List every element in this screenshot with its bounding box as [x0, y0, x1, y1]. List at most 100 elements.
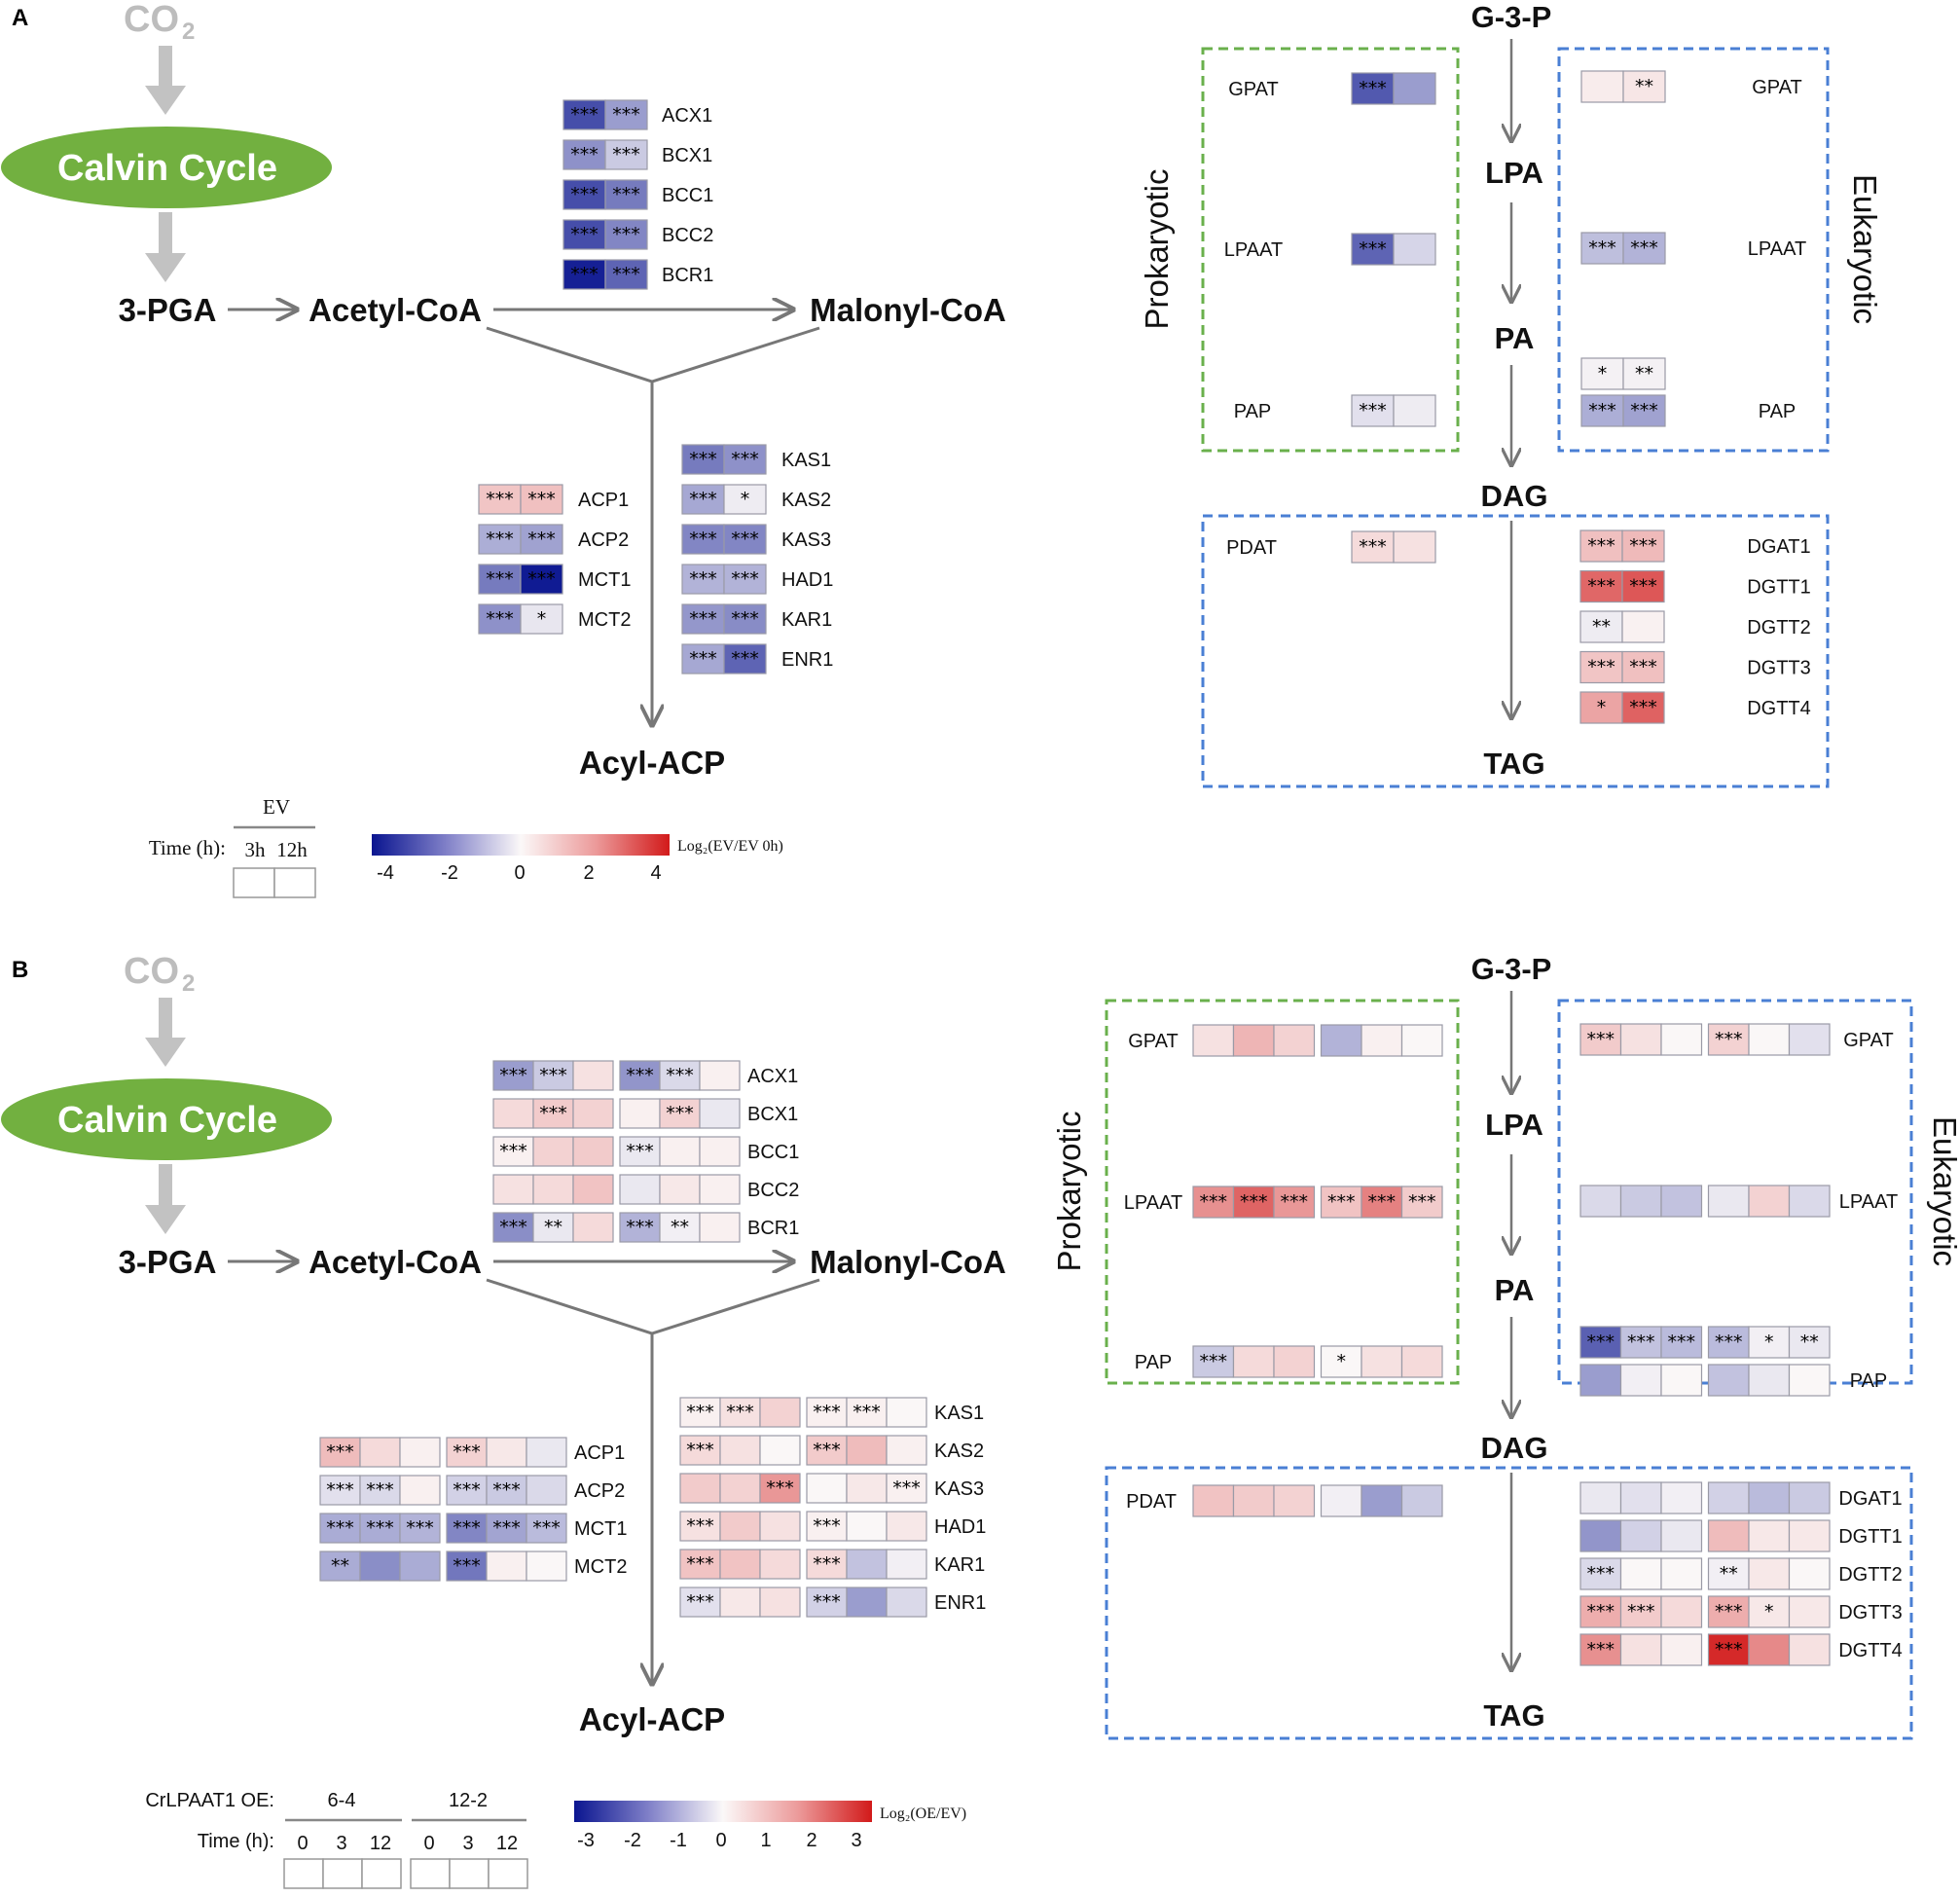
heatmap-row: ******DGAT1 [1579, 529, 1811, 563]
heatmap-row: ******HAD1 [681, 564, 833, 595]
gene-label: GPAT [1228, 79, 1278, 100]
heatmap-row: ******************MCT1 [319, 1513, 627, 1544]
scale-tick: 3 [851, 1830, 861, 1851]
heatmap-cell [399, 1437, 441, 1468]
heatmap-cell [719, 1549, 761, 1580]
gene-label: LPAAT [1224, 239, 1283, 261]
gene-label: LPAAT [1839, 1191, 1898, 1213]
significance-stars: *** [326, 1441, 354, 1463]
heatmap-cell [886, 1549, 927, 1580]
significance-stars: *** [453, 1555, 481, 1577]
co2-arrow [145, 998, 186, 1067]
gene-label: PAP [1759, 401, 1797, 422]
calvin-cycle-ellipse [1, 1078, 332, 1160]
heatmap-cell [1660, 1364, 1703, 1397]
heatmap-cell [1232, 1484, 1275, 1517]
heatmap-cell [1788, 1481, 1831, 1514]
heatmap-row: ******BCC1 [492, 1136, 799, 1167]
heatmap-cell [1579, 1364, 1622, 1397]
gene-label: MCT1 [574, 1518, 627, 1540]
heatmap-cell [846, 1473, 888, 1504]
gene-label: DGTT2 [1747, 617, 1811, 638]
heatmap-cell [1660, 1481, 1703, 1514]
3pga-label: 3-PGA [119, 292, 217, 328]
significance-stars: *** [326, 1479, 354, 1501]
heatmap-row: ******ACX1 [563, 99, 712, 130]
heatmap-cell [1660, 1595, 1703, 1628]
heatmap-cell [1660, 1023, 1703, 1056]
eukaryotic-label: Eukaryotic [1927, 1116, 1960, 1266]
heatmap-cell [1393, 394, 1436, 427]
heatmap-row: ****PAP [1135, 1345, 1443, 1378]
significance-stars: *** [532, 1517, 561, 1539]
heatmap-cell [1579, 1633, 1622, 1666]
heatmap-cell [532, 1212, 574, 1243]
legend-time-tick: 3h [245, 838, 267, 861]
heatmap-row: **********BCR1 [492, 1212, 799, 1243]
gene-label: KAS2 [781, 490, 831, 511]
heatmap-cell [604, 99, 648, 130]
heatmap-cell [1232, 1345, 1275, 1378]
co2-arrow [145, 46, 186, 115]
significance-stars: *** [527, 529, 556, 550]
heatmap-row: ****KAS2 [681, 484, 831, 515]
significance-stars: *** [366, 1479, 394, 1501]
heatmap-row: ******BCC2 [563, 219, 713, 250]
heatmap-cell [719, 1435, 761, 1466]
gene-label: GPAT [1752, 77, 1801, 98]
heatmap-cell [1622, 394, 1666, 427]
significance-stars: *** [892, 1477, 921, 1499]
heatmap-cell [1748, 1633, 1791, 1666]
significance-stars: *** [1587, 1563, 1615, 1585]
significance-stars: *** [731, 648, 759, 670]
lpa-label: LPA [1485, 156, 1543, 190]
significance-stars: *** [486, 529, 514, 550]
significance-stars: ** [544, 1217, 563, 1238]
heatmap-cell [759, 1511, 801, 1542]
heatmap-row: ******DGTT1 [1579, 569, 1811, 603]
scale-tick: 4 [650, 862, 661, 884]
gene-label: DGAT1 [1838, 1488, 1902, 1510]
heatmap-row: ****MCT2 [478, 603, 631, 635]
heatmap-cell [399, 1475, 441, 1506]
heatmap-row: **DGTT2 [1579, 610, 1811, 643]
heatmap-cell [1748, 1364, 1791, 1397]
heatmap-cell [1707, 1519, 1750, 1552]
heatmap-cell [1580, 70, 1624, 103]
heatmap-row: ***LPAAT [1224, 233, 1436, 266]
heatmap-cell [723, 524, 767, 555]
legend-time-tick: 12h [276, 838, 308, 861]
significance-stars: *** [626, 1065, 654, 1086]
significance-stars: *** [689, 489, 717, 510]
heatmap-cell [532, 1136, 574, 1167]
heatmap-cell [486, 1550, 527, 1582]
heatmap-row: *** [1580, 357, 1666, 390]
significance-stars: *** [1588, 400, 1616, 421]
significance-stars: *** [731, 568, 759, 590]
heatmap-cell [1707, 1364, 1750, 1397]
heatmap-row: **GPAT [1580, 70, 1802, 103]
gene-label: ACX1 [662, 105, 712, 127]
heatmap-cell [1707, 1595, 1750, 1628]
significance-stars: *** [527, 489, 556, 510]
heatmap-cell [1580, 357, 1624, 390]
co2-label: CO 2 [124, 0, 195, 45]
significance-stars: *** [527, 568, 556, 590]
significance-stars: *** [1715, 1601, 1743, 1623]
significance-stars: *** [686, 1591, 714, 1613]
heatmap-row: ******PAP [1580, 394, 1797, 427]
heatmap-cell [1580, 394, 1624, 427]
significance-stars: *** [499, 1217, 527, 1238]
gene-label: BCC2 [662, 225, 713, 246]
heatmap-cell [1351, 394, 1395, 427]
heatmap-cell [759, 1435, 801, 1466]
heatmap-cell [806, 1473, 848, 1504]
gene-label: MCT1 [578, 569, 631, 591]
heatmap-row: PAP [1579, 1364, 1887, 1397]
significance-stars: *** [689, 449, 717, 470]
heatmap-cell [1788, 1633, 1831, 1666]
significance-stars: *** [499, 1141, 527, 1162]
heatmap-cell [1660, 1557, 1703, 1590]
heatmap-cell [806, 1397, 848, 1428]
significance-stars: *** [1630, 237, 1658, 259]
